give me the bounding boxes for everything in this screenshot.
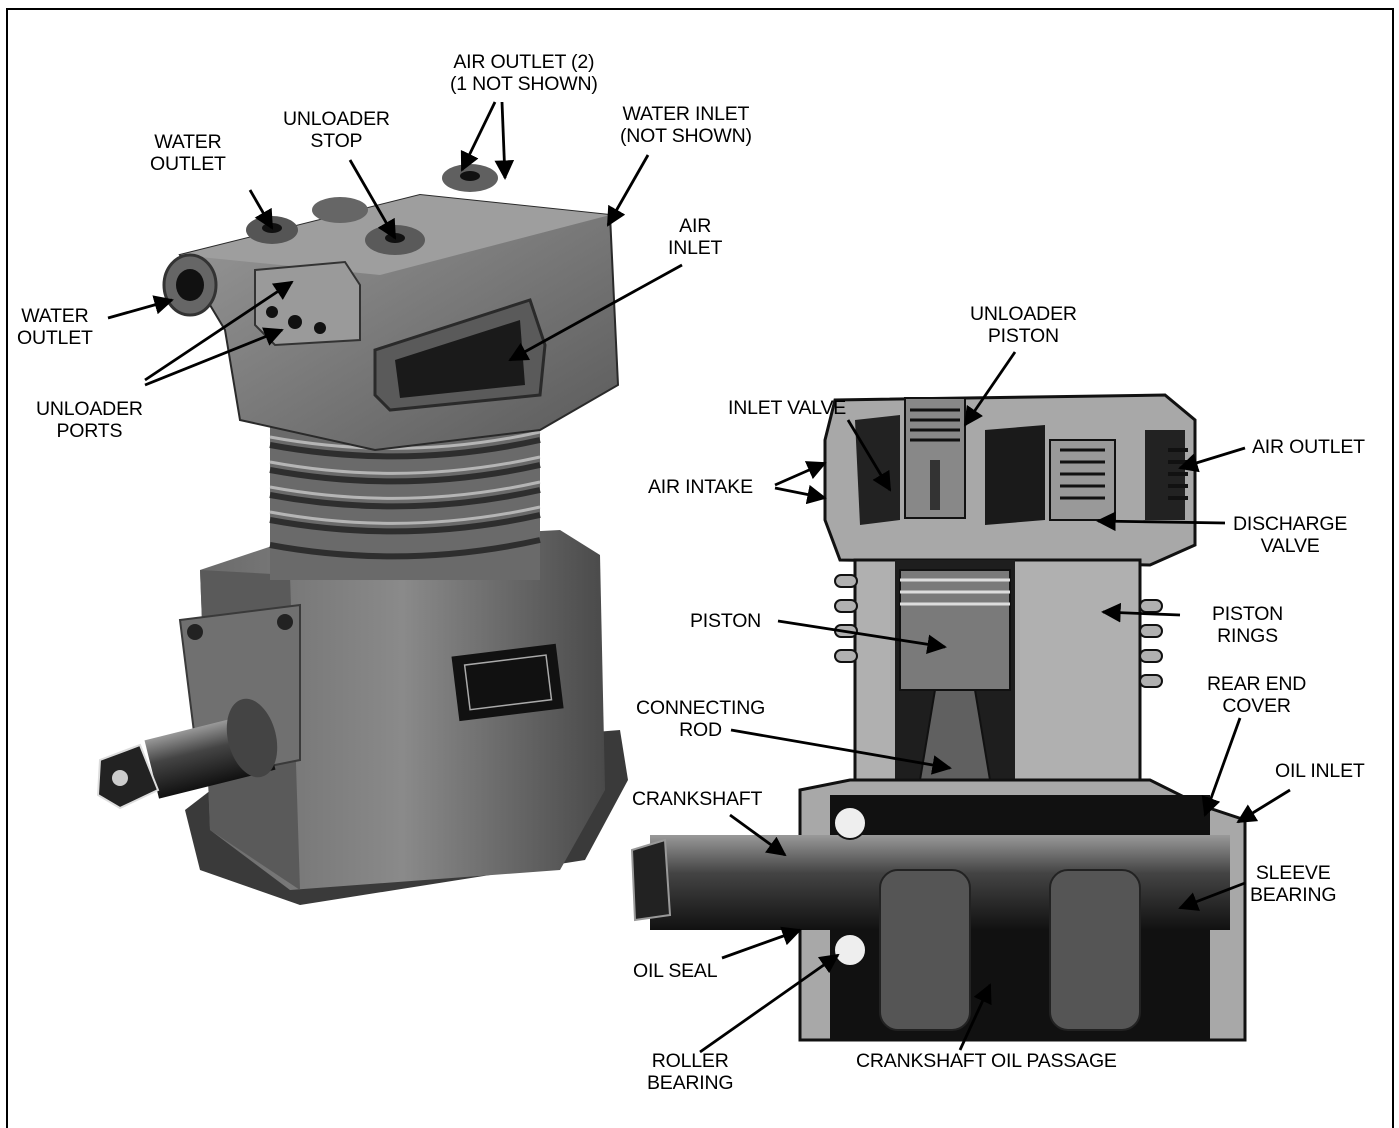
label-line: CONNECTING [636, 697, 766, 719]
label-connecting-rod: CONNECTING ROD [636, 697, 765, 741]
label-piston-rings: PISTON RINGS [1212, 603, 1283, 647]
label-line: OIL INLET [1275, 760, 1365, 782]
label-sleeve-bearing: SLEEVE BEARING [1250, 862, 1337, 906]
nameplate [451, 643, 564, 722]
label-oil-seal: OIL SEAL [633, 960, 718, 982]
label-water-outlet-top: WATER OUTLET [150, 131, 226, 175]
label-line: OUTLET [150, 153, 226, 175]
label-piston: PISTON [690, 610, 761, 632]
cutaway-piston [899, 569, 1011, 691]
label-line: AIR INTAKE [648, 476, 753, 498]
label-line: WATER [154, 131, 222, 153]
compressor-cutaway [630, 393, 1247, 1042]
label-line: BEARING [647, 1072, 734, 1094]
crankcase [200, 530, 605, 890]
label-line: (1 NOT SHOWN) [450, 73, 598, 95]
compressor-exterior [96, 164, 628, 905]
label-crankshaft: CRANKSHAFT [632, 788, 762, 810]
label-line: PISTON [690, 610, 762, 632]
cutaway-roller-bearing-bottom [833, 933, 867, 967]
leader-arrows [107, 101, 1291, 1054]
label-line: CRANKSHAFT [632, 788, 763, 810]
label-line: UNLOADER [36, 398, 143, 420]
label-line: AIR [679, 215, 712, 237]
label-line: ROD [679, 719, 722, 741]
label-unloader-stop: UNLOADER STOP [283, 108, 390, 152]
label-crankshaft-oil-passage: CRANKSHAFT OIL PASSAGE [856, 1050, 1117, 1072]
label-line: ROLLER [651, 1050, 729, 1072]
label-line: BEARING [1250, 884, 1337, 906]
label-unloader-piston: UNLOADER PISTON [970, 303, 1077, 347]
cutaway-shaft-nut [630, 838, 672, 922]
label-inlet-valve: INLET VALVE [728, 397, 846, 419]
label-line: (NOT SHOWN) [620, 125, 752, 147]
label-line: PISTON [987, 325, 1059, 347]
label-line: PORTS [56, 420, 123, 442]
label-line: STOP [310, 130, 363, 152]
label-air-intake: AIR INTAKE [648, 476, 753, 498]
label-rear-end-cover: REAR END COVER [1207, 673, 1306, 717]
shaft-nut [96, 743, 160, 810]
label-unloader-ports: UNLOADER PORTS [36, 398, 143, 442]
label-line: COVER [1222, 695, 1291, 717]
label-water-inlet: WATER INLET (NOT SHOWN) [620, 103, 752, 147]
label-line: WATER [21, 305, 89, 327]
label-line: OIL SEAL [633, 960, 718, 982]
label-air-inlet: AIR INLET [668, 215, 722, 259]
label-line: SLEEVE [1255, 862, 1331, 884]
label-line: AIR OUTLET (2) [453, 51, 595, 73]
label-line: INLET [668, 237, 723, 259]
label-oil-inlet: OIL INLET [1275, 760, 1365, 782]
label-line: WATER INLET [622, 103, 750, 125]
label-line: INLET VALVE [728, 397, 847, 419]
label-water-outlet-side: WATER OUTLET [17, 305, 93, 349]
label-roller-bearing: ROLLER BEARING [647, 1050, 734, 1094]
label-line: DISCHARGE [1233, 513, 1348, 535]
label-line: PISTON [1212, 603, 1284, 625]
label-line: RINGS [1217, 625, 1278, 647]
label-line: OUTLET [17, 327, 93, 349]
label-line: UNLOADER [970, 303, 1077, 325]
label-line: UNLOADER [283, 108, 390, 130]
figure-frame [6, 8, 1394, 1128]
label-line: REAR END [1207, 673, 1307, 695]
cutaway-roller-bearing-top [833, 806, 867, 840]
label-air-outlet-right: AIR OUTLET [1252, 436, 1365, 458]
label-discharge-valve: DISCHARGE VALVE [1233, 513, 1347, 557]
unloader-block [254, 260, 361, 347]
label-line: AIR OUTLET [1252, 436, 1365, 458]
label-line: VALVE [1260, 535, 1320, 557]
label-line: CRANKSHAFT OIL PASSAGE [856, 1050, 1117, 1072]
label-air-outlet-top: AIR OUTLET (2) (1 NOT SHOWN) [450, 51, 598, 95]
